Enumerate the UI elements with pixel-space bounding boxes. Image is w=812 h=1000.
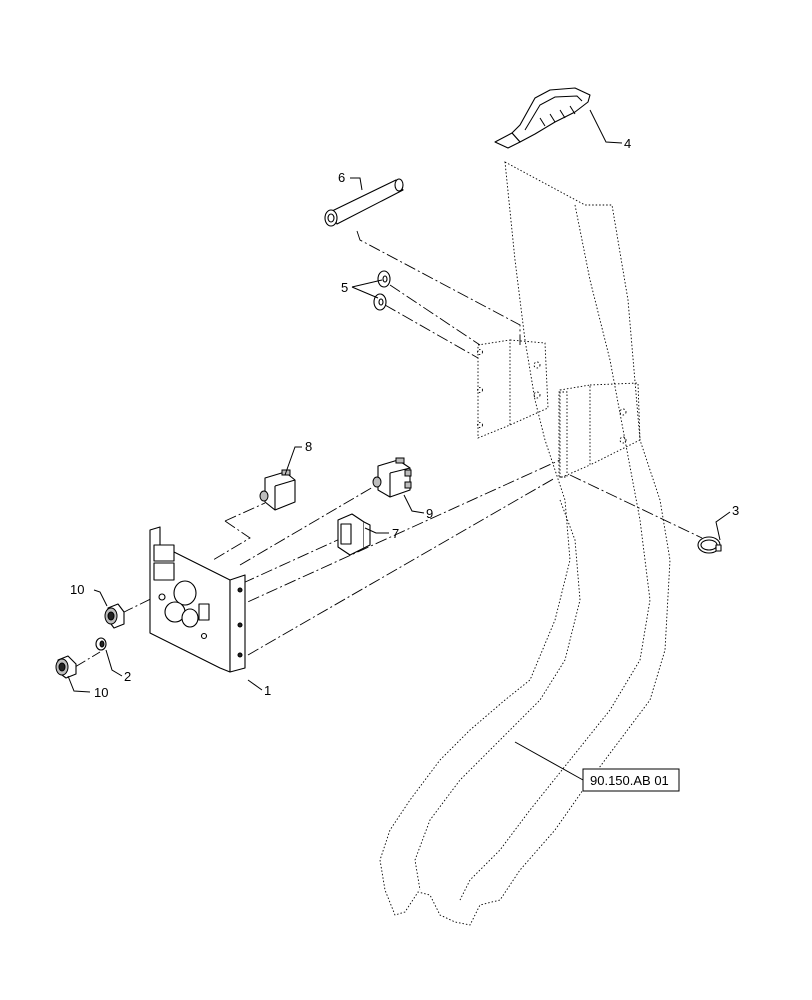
- pillar-bracket-upper: [477, 339, 549, 439]
- clip-ring: [697, 536, 722, 554]
- callout-5: 5: [341, 280, 348, 295]
- nut: [95, 637, 107, 651]
- callout-leaders: [67, 109, 731, 781]
- callout-6: 6: [338, 170, 345, 185]
- callout-3: 3: [732, 503, 739, 518]
- cable-tie: [494, 87, 591, 149]
- pillar-bracket-lower: [558, 382, 641, 479]
- rocker-switch-8: [259, 469, 296, 511]
- washer-upper: [377, 270, 391, 288]
- callout-1: 1: [264, 683, 271, 698]
- callout-8: 8: [305, 439, 312, 454]
- assembly-centerlines: [74, 230, 703, 668]
- callout-9: 9: [426, 506, 433, 521]
- callout-7: 7: [392, 526, 399, 541]
- callout-10-upper: 10: [70, 582, 84, 597]
- knob-upper: [104, 603, 125, 629]
- cab-pillar-phantom: [379, 161, 671, 926]
- rocker-switch-9: [372, 457, 412, 498]
- callout-2: 2: [124, 669, 131, 684]
- panel-bracket: [149, 526, 246, 673]
- reference-label: 90.150.AB 01: [590, 773, 669, 788]
- knob-lower: [55, 655, 77, 679]
- callout-10-lower: 10: [94, 685, 108, 700]
- callout-labels: 1 2 3 4 5 6 7 8 9 10 10: [70, 136, 739, 700]
- callout-4: 4: [624, 136, 631, 151]
- reference-box[interactable]: 90.150.AB 01: [582, 768, 680, 792]
- edge-trim: [324, 178, 404, 227]
- washer-lower: [373, 293, 387, 311]
